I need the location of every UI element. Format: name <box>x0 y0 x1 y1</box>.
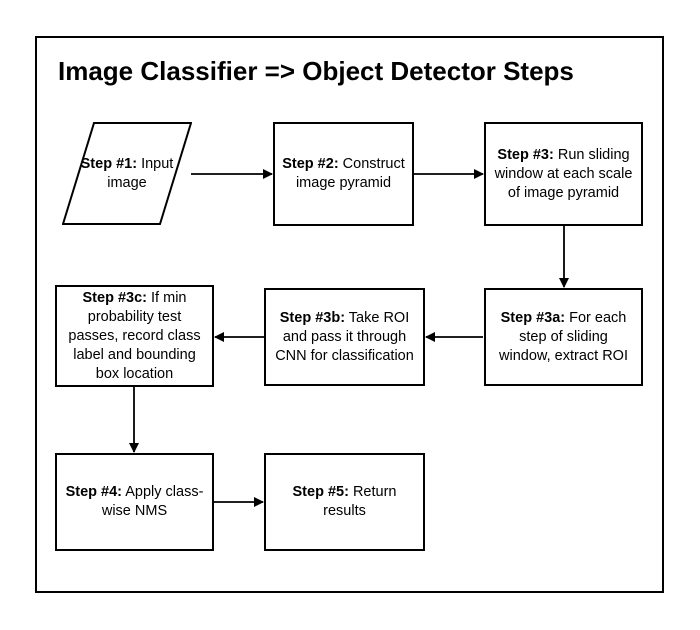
node-label: Step #3c: If min probability test passes… <box>63 289 206 384</box>
node-label: Step #3b: Take ROI and pass it through C… <box>272 309 417 366</box>
step-5-node: Step #5: Return results <box>264 453 425 551</box>
step-1-input-node: Step #1: Input image <box>62 122 192 225</box>
step-text: For each step of sliding window, extract… <box>499 309 628 364</box>
node-label: Step #1: Input image <box>68 155 186 193</box>
step-3-node: Step #3: Run sliding window at each scal… <box>484 122 643 226</box>
node-label: Step #4: Apply class-wise NMS <box>63 483 206 521</box>
step-number: Step #5: <box>292 484 349 500</box>
step-2-node: Step #2: Construct image pyramid <box>273 122 414 226</box>
node-label: Step #2: Construct image pyramid <box>281 155 406 193</box>
step-number: Step #3b: <box>279 309 346 326</box>
step-3a-node: Step #3a: For each step of sliding windo… <box>484 288 643 386</box>
step-number: Step #1: <box>80 155 138 172</box>
step-text: Input image <box>107 155 174 191</box>
step-3c-node: Step #3c: If min probability test passes… <box>55 285 214 387</box>
step-text: Return results <box>323 484 397 519</box>
step-text: If min probability test passes, record c… <box>68 289 201 382</box>
node-label: Step #3a: For each step of sliding windo… <box>492 309 635 366</box>
parallelogram-shape <box>62 122 192 225</box>
step-text: Run sliding window at each scale of imag… <box>494 146 633 201</box>
step-number: Step #3a: <box>500 309 566 326</box>
step-number: Step #4: <box>65 484 122 500</box>
step-text: Apply class-wise NMS <box>101 484 204 519</box>
diagram-title: Image Classifier => Object Detector Step… <box>58 56 574 86</box>
step-4-node: Step #4: Apply class-wise NMS <box>55 453 214 551</box>
step-number: Step #3c: <box>82 289 147 306</box>
diagram-frame <box>35 36 664 593</box>
step-text: Construct image pyramid <box>295 156 405 191</box>
step-3b-node: Step #3b: Take ROI and pass it through C… <box>264 288 425 386</box>
node-label: Step #5: Return results <box>272 483 417 521</box>
node-label: Step #3: Run sliding window at each scal… <box>492 146 635 203</box>
step-text: Take ROI and pass it through CNN for cla… <box>275 309 414 364</box>
step-number: Step #3: <box>497 146 554 163</box>
step-number: Step #2: <box>282 156 339 172</box>
